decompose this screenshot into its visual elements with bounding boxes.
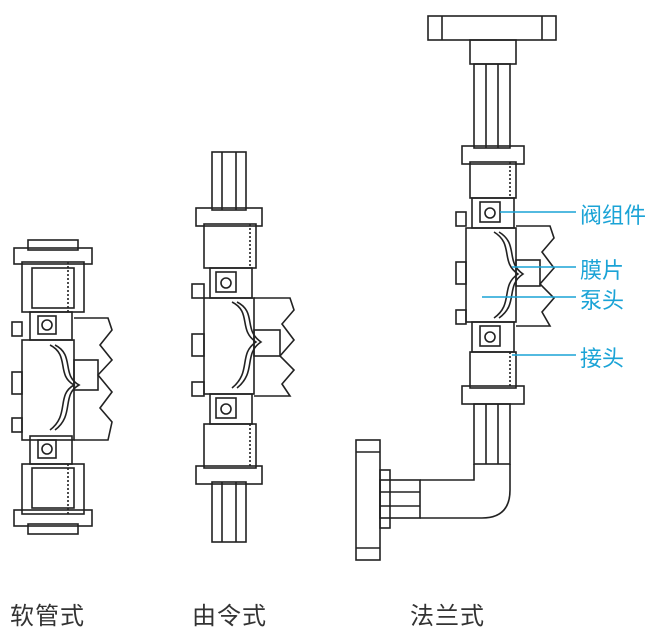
callout-valve-assembly: 阀组件: [580, 204, 647, 229]
callout-pump-head: 泵头: [580, 289, 625, 314]
caption-flange-type: 法兰式: [410, 602, 485, 630]
callout-diaphragm: 膜片: [580, 259, 625, 284]
flange-type-drawing: [355, 15, 557, 561]
callout-connector: 接头: [580, 347, 625, 372]
union-type-drawing: [191, 151, 296, 543]
hose-type-drawing: [11, 239, 114, 535]
callout-leaders: [482, 211, 576, 356]
caption-hose-type: 软管式: [10, 602, 85, 630]
caption-union-type: 由令式: [192, 602, 267, 630]
